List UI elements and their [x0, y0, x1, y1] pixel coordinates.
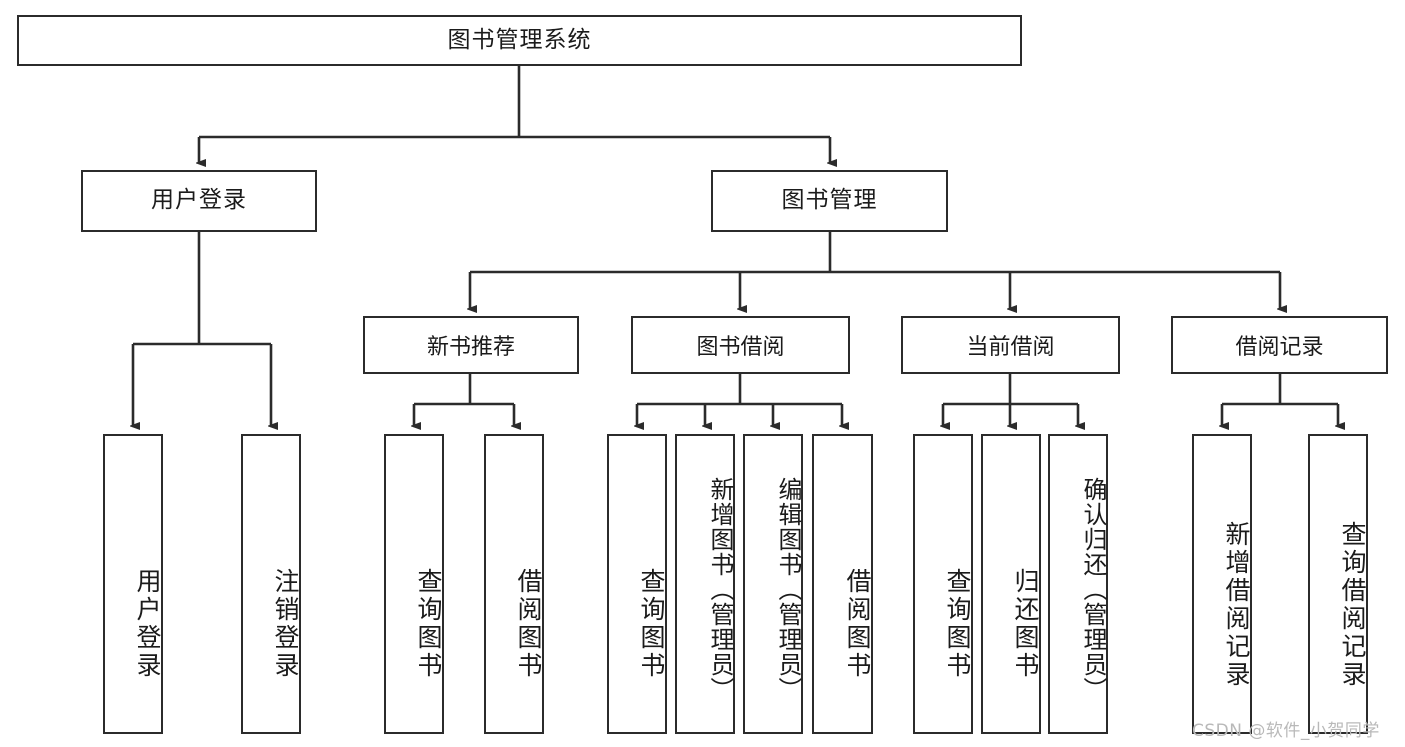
node-label: 归还图书	[1011, 568, 1040, 680]
node-new-book-recommend[interactable]: 新书推荐	[363, 316, 579, 374]
node-label: 用户登录	[151, 187, 247, 214]
node-label: 新书推荐	[426, 335, 515, 360]
leaf-borrow-book-recommend[interactable]: 借阅图书	[484, 434, 544, 734]
leaf-edit-book-admin[interactable]: 编辑图书（管理员）	[743, 434, 803, 734]
node-label: 图书借阅	[696, 335, 785, 360]
node-book-manage[interactable]: 图书管理	[711, 170, 948, 232]
leaf-add-borrow-record[interactable]: 新增借阅记录	[1192, 434, 1252, 734]
node-book-borrow[interactable]: 图书借阅	[631, 316, 850, 374]
leaf-query-book-borrow[interactable]: 查询图书	[607, 434, 667, 734]
node-label: 确认归还（管理员）	[1079, 476, 1107, 702]
leaf-borrow-book-borrow[interactable]: 借阅图书	[812, 434, 873, 734]
leaf-return-book[interactable]: 归还图书	[981, 434, 1041, 734]
leaf-confirm-return-admin[interactable]: 确认归还（管理员）	[1048, 434, 1108, 734]
node-label: 注销登录	[271, 568, 300, 680]
node-root-book-management-system[interactable]: 图书管理系统	[17, 15, 1022, 66]
node-label: 借阅图书	[514, 568, 543, 680]
leaf-query-borrow-record[interactable]: 查询借阅记录	[1308, 434, 1368, 734]
node-label: 图书管理系统	[447, 26, 592, 53]
node-label: 新增借阅记录	[1222, 521, 1251, 689]
node-label: 当前借阅	[966, 335, 1055, 360]
node-label: 借阅记录	[1235, 335, 1324, 360]
leaf-user-login[interactable]: 用户登录	[103, 434, 163, 734]
node-label: 查询图书	[637, 568, 666, 680]
node-label: 新增图书（管理员）	[706, 476, 734, 702]
leaf-add-book-admin[interactable]: 新增图书（管理员）	[675, 434, 735, 734]
leaf-query-book-recommend[interactable]: 查询图书	[384, 434, 444, 734]
node-borrow-record[interactable]: 借阅记录	[1171, 316, 1388, 374]
leaf-logout-login[interactable]: 注销登录	[241, 434, 301, 734]
node-user-login[interactable]: 用户登录	[81, 170, 317, 232]
node-label: 查询图书	[943, 568, 972, 680]
node-label: 查询图书	[414, 568, 443, 680]
node-label: 借阅图书	[843, 568, 872, 680]
leaf-query-book-current[interactable]: 查询图书	[913, 434, 973, 734]
node-label: 图书管理	[781, 187, 878, 214]
node-current-borrow[interactable]: 当前借阅	[901, 316, 1120, 374]
node-label: 编辑图书（管理员）	[774, 476, 802, 702]
watermark-csdn: CSDN @软件_小贺同学	[1192, 721, 1380, 741]
node-label: 查询借阅记录	[1338, 521, 1367, 689]
node-label: 用户登录	[133, 568, 162, 680]
